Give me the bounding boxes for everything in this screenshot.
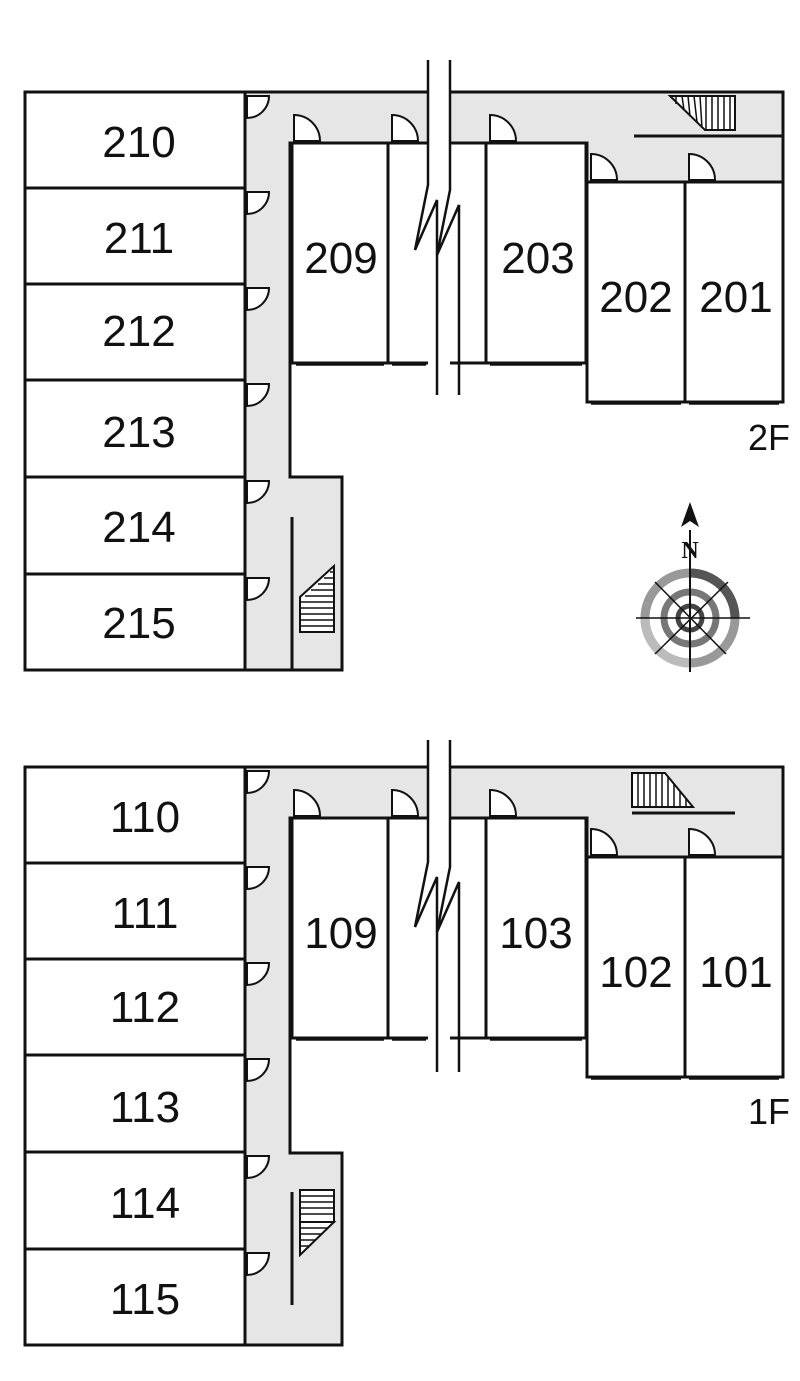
door-icon[interactable] (489, 788, 518, 817)
door-icon[interactable] (590, 827, 619, 856)
door-icon[interactable] (246, 287, 271, 312)
room-2f-8[interactable] (484, 141, 588, 365)
room-2f-4[interactable] (23, 378, 247, 479)
door-icon[interactable] (246, 95, 271, 120)
room-label-114: 114 (110, 1179, 180, 1228)
room-label-112: 112 (110, 983, 180, 1032)
floor-1f-plan: 110 111 112 113 114 115 109 103 102 101 … (23, 740, 790, 1347)
door-icon[interactable] (391, 788, 420, 817)
room-label-103: 103 (499, 909, 572, 958)
room-1f-4[interactable] (23, 1053, 247, 1154)
break-line-icon (413, 740, 461, 1072)
room-1f-5[interactable] (23, 1150, 247, 1251)
room-label-201: 201 (699, 273, 772, 322)
door-icon[interactable] (246, 191, 271, 216)
room-label-214: 214 (102, 503, 175, 552)
room-label-102: 102 (599, 948, 672, 997)
room-label-115: 115 (110, 1275, 180, 1324)
break-line-icon (413, 60, 461, 395)
door-icon[interactable] (688, 152, 717, 181)
room-1f-8[interactable] (484, 816, 588, 1040)
staircase-icon (299, 563, 335, 633)
room-label-209: 209 (304, 234, 377, 283)
room-label-111: 111 (112, 889, 179, 938)
floor-label-1f: 1F (748, 1091, 790, 1132)
room-2f-3[interactable] (23, 282, 247, 382)
room-label-210: 210 (102, 118, 175, 167)
room-2f-6[interactable] (23, 572, 247, 672)
door-icon[interactable] (246, 577, 271, 602)
room-label-212: 212 (102, 307, 175, 356)
corridor-2f (243, 90, 785, 672)
door-icon[interactable] (246, 866, 271, 891)
door-icon[interactable] (489, 113, 518, 142)
door-icon[interactable] (293, 113, 322, 142)
staircase-icon (299, 1189, 337, 1258)
room-label-202: 202 (599, 273, 672, 322)
room-label-213: 213 (102, 408, 175, 457)
door-icon[interactable] (246, 1058, 271, 1083)
door-icon[interactable] (246, 480, 271, 505)
room-1f-3[interactable] (23, 957, 247, 1057)
door-icon[interactable] (293, 788, 322, 817)
compass-north-label: N (681, 538, 699, 564)
room-label-101: 101 (699, 948, 772, 997)
room-2f-5[interactable] (23, 475, 247, 576)
room-1f-1[interactable] (23, 765, 247, 865)
room-2f-1[interactable] (23, 90, 247, 190)
room-label-211: 211 (104, 214, 174, 263)
window-marks-2f (296, 364, 779, 405)
corridor-1f (243, 765, 785, 1347)
door-icon[interactable] (246, 383, 271, 408)
door-icon[interactable] (246, 1155, 271, 1180)
staircase-icon (631, 772, 696, 808)
floor-2f-plan: 210 211 212 213 214 215 209 203 202 201 … (23, 60, 790, 672)
door-icon[interactable] (391, 113, 420, 142)
compass-icon: N (636, 502, 750, 672)
room-label-109: 109 (304, 909, 377, 958)
room-label-203: 203 (501, 234, 574, 283)
room-label-215: 215 (102, 599, 175, 648)
door-icon[interactable] (246, 962, 271, 987)
floor-label-2f: 2F (748, 417, 790, 458)
staircase-icon (667, 95, 736, 131)
door-icon[interactable] (688, 827, 717, 856)
door-icon[interactable] (246, 1252, 271, 1277)
room-1f-6[interactable] (23, 1247, 247, 1347)
door-icon[interactable] (590, 152, 619, 181)
room-label-110: 110 (110, 793, 180, 842)
room-label-113: 113 (110, 1083, 180, 1132)
door-icon[interactable] (246, 770, 271, 795)
room-1f-7[interactable] (290, 816, 390, 1040)
room-2f-9[interactable] (585, 180, 687, 404)
window-marks-1f (296, 1039, 779, 1080)
room-2f-10[interactable] (683, 180, 785, 404)
room-1f-10[interactable] (683, 855, 785, 1079)
room-2f-7[interactable] (290, 141, 390, 365)
